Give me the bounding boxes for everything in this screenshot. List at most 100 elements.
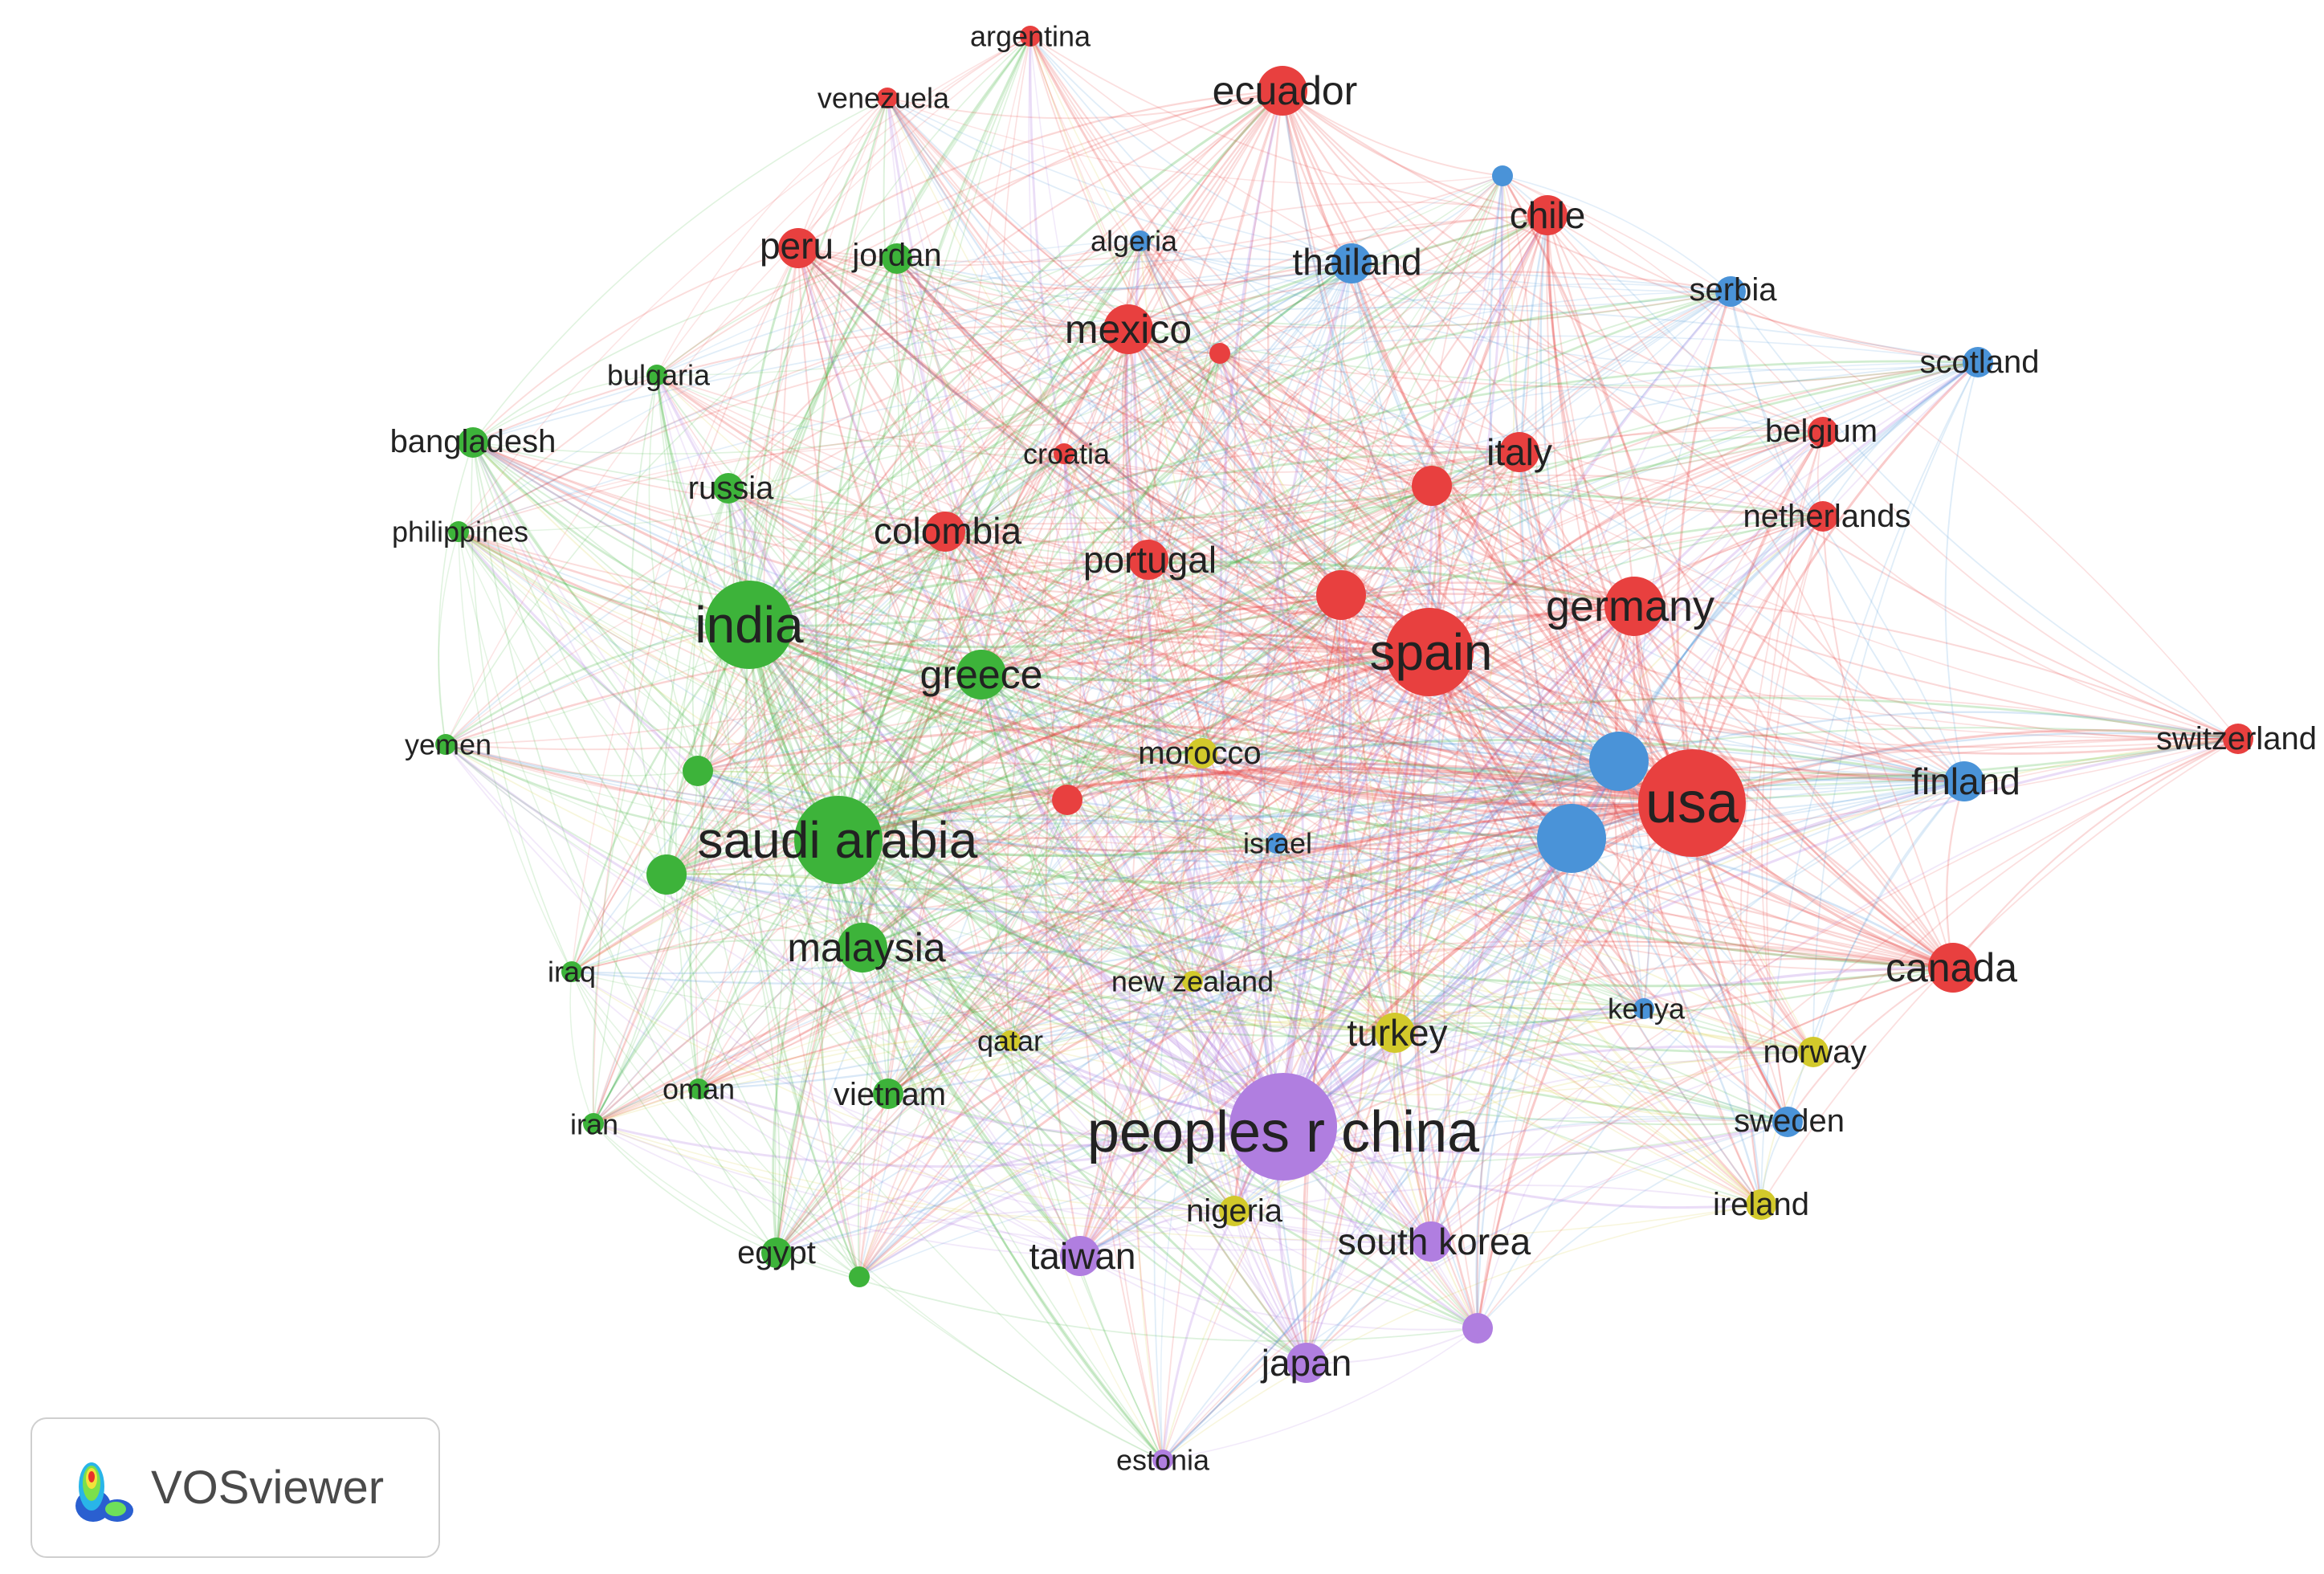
node-bangladesh[interactable] — [458, 427, 488, 458]
node-japan[interactable] — [1286, 1343, 1327, 1383]
node-india[interactable] — [705, 581, 793, 669]
node-taiwan[interactable] — [1060, 1236, 1100, 1276]
label-saudi-arabia[interactable]: saudi arabia — [698, 811, 978, 869]
node-canada[interactable] — [1928, 943, 1978, 993]
label-jordan[interactable]: jordan — [851, 238, 941, 273]
node-sweden[interactable] — [1772, 1107, 1803, 1137]
node-unlabeled[interactable] — [683, 756, 713, 786]
label-estonia[interactable]: estonia — [1116, 1444, 1210, 1477]
label-turkey[interactable]: turkey — [1347, 1012, 1447, 1054]
node-serbia[interactable] — [1715, 276, 1746, 307]
node-unlabeled[interactable] — [1052, 785, 1082, 815]
label-germany[interactable]: germany — [1546, 582, 1714, 630]
label-switzerland[interactable]: switzerland — [2156, 721, 2317, 756]
node-oman[interactable] — [688, 1079, 709, 1099]
node-egypt[interactable] — [761, 1238, 792, 1268]
node-israel[interactable] — [1266, 833, 1287, 854]
node-turkey[interactable] — [1375, 1013, 1415, 1053]
label-argentina[interactable]: argentina — [970, 20, 1091, 53]
label-yemen[interactable]: yemen — [405, 728, 491, 761]
label-canada[interactable]: canada — [1886, 945, 2017, 990]
node-italy[interactable] — [1499, 432, 1539, 472]
label-norway[interactable]: norway — [1763, 1034, 1867, 1070]
node-peru[interactable] — [778, 228, 818, 268]
node-unlabeled[interactable] — [1209, 343, 1230, 364]
node-unlabeled[interactable] — [1589, 732, 1649, 791]
label-belgium[interactable]: belgium — [1765, 414, 1878, 449]
label-egypt[interactable]: egypt — [737, 1235, 816, 1270]
node-ecuador[interactable] — [1258, 66, 1307, 116]
label-algeria[interactable]: algeria — [1091, 225, 1178, 258]
label-malaysia[interactable]: malaysia — [787, 925, 945, 970]
node-unlabeled[interactable] — [1492, 165, 1513, 186]
node-scotland[interactable] — [1963, 347, 1993, 377]
label-serbia[interactable]: serbia — [1690, 272, 1778, 308]
node-new-zealand[interactable] — [1182, 971, 1203, 992]
label-portugal[interactable]: portugal — [1083, 539, 1217, 581]
node-peoples-r-china[interactable] — [1229, 1073, 1337, 1180]
label-spain[interactable]: spain — [1370, 623, 1493, 681]
label-finland[interactable]: finland — [1911, 760, 2020, 802]
node-germany[interactable] — [1604, 577, 1664, 636]
label-colombia[interactable]: colombia — [874, 510, 1022, 552]
node-thailand[interactable] — [1331, 243, 1372, 283]
node-morocco[interactable] — [1187, 738, 1217, 769]
label-venezuela[interactable]: venezuela — [817, 82, 950, 115]
node-bulgaria[interactable] — [646, 365, 667, 385]
label-new-zealand[interactable]: new zealand — [1111, 965, 1274, 998]
node-vietnam[interactable] — [873, 1079, 903, 1109]
label-philippines[interactable]: philippines — [392, 516, 528, 548]
node-unlabeled[interactable] — [849, 1266, 870, 1287]
node-chile[interactable] — [1527, 195, 1568, 235]
label-south-korea[interactable]: south korea — [1338, 1221, 1531, 1262]
label-thailand[interactable]: thailand — [1292, 241, 1421, 283]
node-mexico[interactable] — [1103, 304, 1153, 354]
node-switzerland[interactable] — [2223, 724, 2253, 754]
label-usa[interactable]: usa — [1645, 771, 1739, 835]
label-ireland[interactable]: ireland — [1713, 1187, 1809, 1222]
node-venezuela[interactable] — [877, 88, 898, 108]
label-taiwan[interactable]: taiwan — [1029, 1235, 1136, 1277]
node-iran[interactable] — [583, 1113, 604, 1134]
label-japan[interactable]: japan — [1260, 1342, 1352, 1384]
node-croatia[interactable] — [1054, 443, 1074, 464]
label-scotland[interactable]: scotland — [1920, 345, 2040, 380]
label-italy[interactable]: italy — [1486, 431, 1552, 473]
node-belgium[interactable] — [1808, 417, 1838, 447]
label-vietnam[interactable]: vietnam — [834, 1077, 946, 1112]
label-israel[interactable]: israel — [1243, 827, 1312, 860]
node-unlabeled[interactable] — [1316, 570, 1366, 620]
label-kenya[interactable]: kenya — [1608, 993, 1686, 1026]
label-india[interactable]: india — [695, 596, 804, 654]
node-argentina[interactable] — [1020, 26, 1041, 47]
node-qatar[interactable] — [1000, 1030, 1021, 1051]
node-jordan[interactable] — [882, 243, 912, 274]
node-netherlands[interactable] — [1808, 501, 1838, 532]
node-unlabeled[interactable] — [1537, 804, 1606, 873]
label-croatia[interactable]: croatia — [1023, 438, 1111, 471]
node-spain[interactable] — [1385, 608, 1474, 696]
node-unlabeled[interactable] — [646, 854, 687, 895]
label-bangladesh[interactable]: bangladesh — [390, 424, 557, 459]
node-usa[interactable] — [1638, 749, 1746, 857]
label-greece[interactable]: greece — [920, 652, 1043, 697]
node-ireland[interactable] — [1746, 1189, 1776, 1220]
node-algeria[interactable] — [1130, 230, 1151, 251]
node-philippines[interactable] — [448, 521, 469, 542]
node-estonia[interactable] — [1152, 1450, 1173, 1470]
label-russia[interactable]: russia — [688, 471, 774, 506]
label-iran[interactable]: iran — [570, 1108, 618, 1141]
label-qatar[interactable]: qatar — [977, 1025, 1043, 1058]
label-sweden[interactable]: sweden — [1734, 1103, 1845, 1139]
node-yemen[interactable] — [435, 734, 456, 755]
node-russia[interactable] — [713, 473, 744, 504]
label-oman[interactable]: oman — [663, 1073, 735, 1106]
label-netherlands[interactable]: netherlands — [1743, 499, 1910, 534]
node-kenya[interactable] — [1633, 998, 1654, 1019]
node-iraq[interactable] — [561, 961, 582, 982]
label-morocco[interactable]: morocco — [1138, 736, 1261, 771]
node-malaysia[interactable] — [838, 923, 887, 973]
node-south-korea[interactable] — [1411, 1221, 1451, 1262]
label-mexico[interactable]: mexico — [1065, 307, 1192, 352]
label-nigeria[interactable]: nigeria — [1186, 1193, 1283, 1229]
